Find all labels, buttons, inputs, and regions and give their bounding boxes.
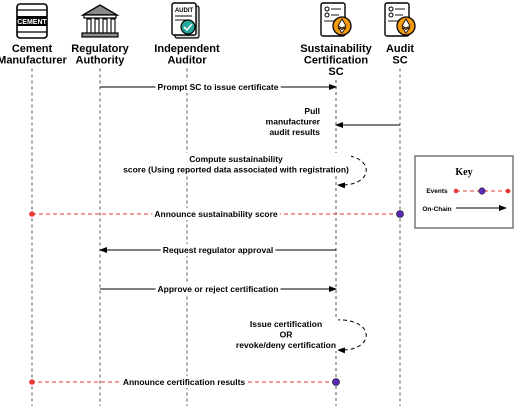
key-event-dot-left <box>453 188 459 194</box>
message-text: OR <box>280 330 293 340</box>
actor-label-line: Audit <box>386 43 414 55</box>
cement-bag-icon: CEMENT <box>16 3 48 39</box>
event-source-dot <box>396 210 404 218</box>
event-target-dot <box>29 379 35 385</box>
message-text: Approve or reject certification <box>158 284 279 294</box>
actor-label-line: Regulatory <box>71 43 129 55</box>
cement-bag-label: CEMENT <box>17 19 47 26</box>
actor-label-line: Cement <box>12 43 53 55</box>
message-label-m6: Approve or reject certification <box>155 283 281 295</box>
key-event-dot-center <box>478 187 486 195</box>
key-events-label: Events <box>426 188 448 195</box>
actor-label-line: Manufacturer <box>0 55 68 67</box>
smart-contract-icon <box>384 2 416 37</box>
message-label-m1: Prompt SC to issue certificate <box>155 81 281 93</box>
self-arrow-m3 <box>335 154 367 189</box>
message-text: Request regulator approval <box>163 245 274 255</box>
government-building-icon <box>80 4 120 38</box>
actor-label-line: Certification <box>304 55 368 67</box>
message-text: revoke/deny certification <box>236 340 336 350</box>
svg-text:Announce certification results: Announce certification results <box>123 377 246 387</box>
actor-label-line: Sustainability <box>300 43 372 55</box>
event-source-dot <box>332 378 340 386</box>
message-text: manufacturer <box>266 117 321 127</box>
message-label-m4: Announce sustainability score <box>152 208 280 220</box>
svg-text:Prompt SC to issue certificate: Prompt SC to issue certificate <box>158 82 279 92</box>
actor-label-line: Independent <box>154 43 220 55</box>
key-title: Key <box>455 167 472 178</box>
message-text: Issue certification <box>250 319 322 329</box>
svg-text:Request regulator approval: Request regulator approval <box>163 245 274 255</box>
actor-label-line: SC <box>392 55 407 67</box>
smart-contract-icon <box>320 2 352 37</box>
event-target-dot <box>29 211 35 217</box>
lifelines <box>31 68 401 406</box>
svg-text:Announce sustainability score: Announce sustainability score <box>154 209 278 219</box>
message-text: Announce sustainability score <box>154 209 278 219</box>
message-text: Pull <box>304 106 320 116</box>
key-onchain-label: On-Chain <box>422 206 451 213</box>
audit-document-icon: AUDIT <box>171 2 200 39</box>
actor-label-line: Auditor <box>167 55 207 67</box>
message-label-m5: Request regulator approval <box>160 244 276 256</box>
key-border <box>414 155 514 229</box>
actor-label-line: Authority <box>76 55 126 67</box>
audit-icon-label: AUDIT <box>175 8 194 14</box>
message-text: Compute sustainability <box>189 154 283 164</box>
message-label-m8: Announce certification results <box>120 376 248 388</box>
self-arrow-m7 <box>335 319 367 354</box>
svg-text:Approve or reject certificatio: Approve or reject certification <box>158 284 279 294</box>
actor-label-line: SC <box>328 66 343 78</box>
message-text: score (Using reported data associated wi… <box>123 165 349 175</box>
message-text: audit results <box>269 127 320 137</box>
key-event-dot-right <box>505 188 511 194</box>
message-text: Announce certification results <box>123 377 246 387</box>
message-text: Prompt SC to issue certificate <box>158 82 279 92</box>
